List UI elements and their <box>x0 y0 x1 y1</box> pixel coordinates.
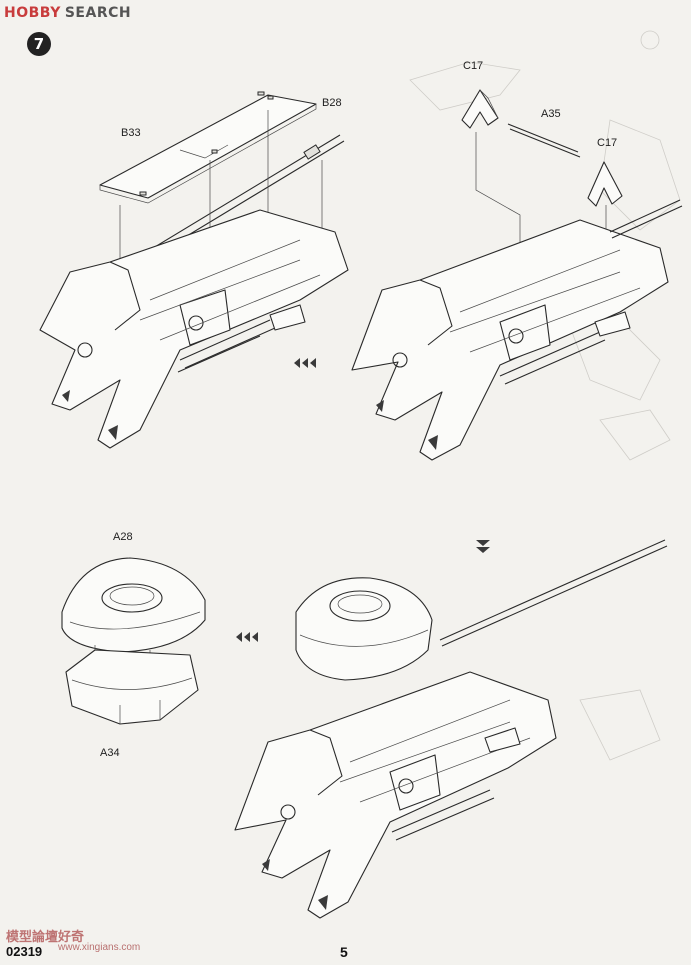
part-a35-rod <box>507 123 581 158</box>
label-c17-top: C17 <box>463 60 484 72</box>
step-arrow-down <box>476 540 490 553</box>
step-arrow-bottom <box>236 632 258 642</box>
watermark-logo: HOBBY SEARCH <box>4 4 131 22</box>
label-a34: A34 <box>100 747 120 759</box>
label-b28: B28 <box>322 97 342 109</box>
part-c17-bottom <box>587 161 623 207</box>
label-a28: A28 <box>113 531 133 543</box>
part-a34-base <box>65 649 199 725</box>
panel-bottom-right <box>234 539 668 919</box>
watermark-search: SEARCH <box>64 5 132 21</box>
part-c17-top <box>461 89 499 129</box>
watermark-hobby: HOBBY <box>4 5 61 21</box>
label-a35: A35 <box>541 108 561 120</box>
label-b33: B33 <box>121 127 141 139</box>
part-b33-plate <box>99 94 317 199</box>
label-c17-bottom: C17 <box>597 137 618 149</box>
kit-code: 02319 <box>6 944 43 959</box>
panel-bottom-left <box>61 557 206 725</box>
step-arrow-top <box>294 358 316 368</box>
page-number: 5 <box>340 944 348 960</box>
watermark-url: www.xingians.com <box>58 942 141 953</box>
step-number-badge: 7 <box>27 32 51 56</box>
panel-top-left <box>39 91 349 449</box>
watermark-bottom: 模型論壇好奇 <box>6 930 85 945</box>
panel-top-right <box>351 89 683 461</box>
